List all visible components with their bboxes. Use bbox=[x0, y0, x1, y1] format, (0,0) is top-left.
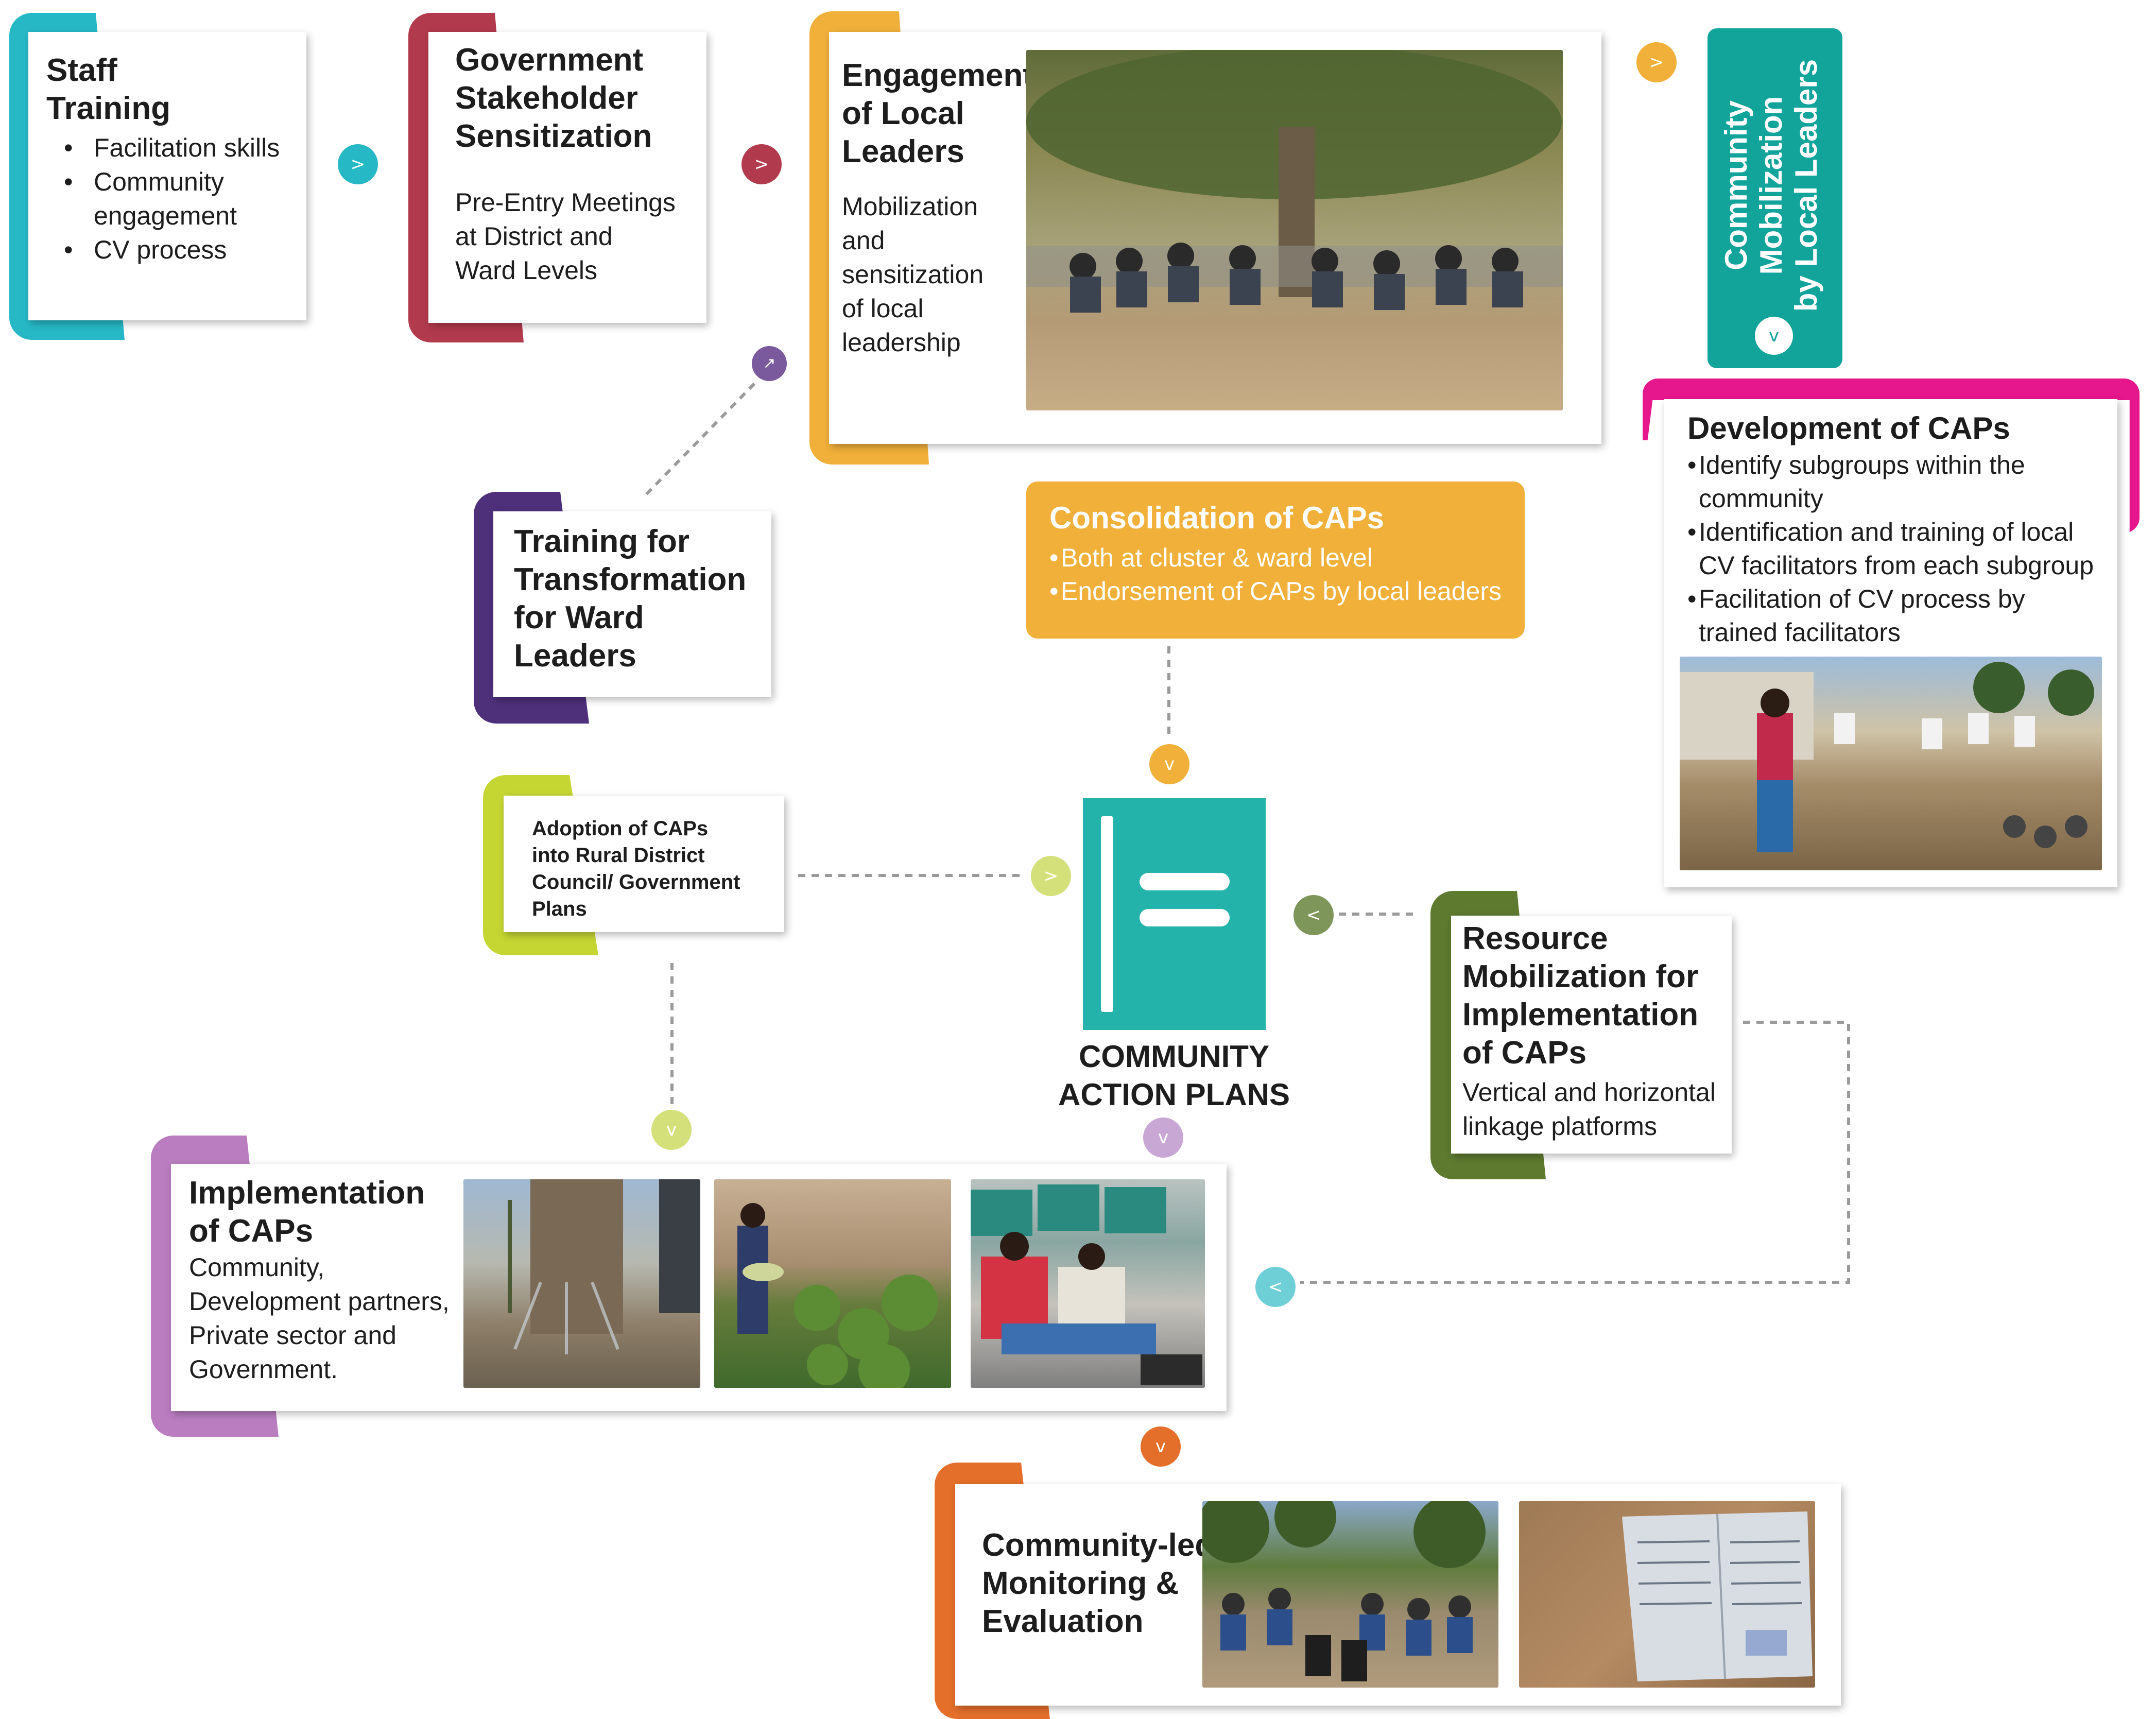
implementation-body: Community, Development partners, Private… bbox=[189, 1253, 450, 1384]
arrow-down-icon: v bbox=[1755, 317, 1793, 355]
engagement-body: Mobilization and sensitization of local … bbox=[842, 192, 984, 357]
staff-training-card: Staff Training Facilitation skills Commu… bbox=[28, 32, 306, 320]
gov-sensitization-card: Government Stakeholder Sensitization Pre… bbox=[428, 32, 706, 323]
arrow-down-icon: v bbox=[1143, 1118, 1183, 1158]
arrow-down-icon: v bbox=[1141, 1426, 1181, 1467]
garden-scene-icon bbox=[737, 1203, 938, 1388]
development-bullet: Identification and training of local CV … bbox=[1687, 515, 2107, 582]
gov-sensitization-title: Government Stakeholder Sensitization bbox=[455, 42, 652, 154]
consolidation-box: Consolidation of CAPs Both at cluster & … bbox=[1026, 482, 1525, 639]
engagement-title: Engagement of Local Leaders bbox=[842, 58, 1034, 169]
adoption-title: Adoption of CAPs into Rural District Cou… bbox=[532, 817, 740, 920]
monitoring-title: Community-led Monitoring & Evaluation bbox=[982, 1527, 1215, 1639]
arrow-right-icon: > bbox=[1031, 856, 1071, 896]
drilling-scene-icon bbox=[508, 1179, 700, 1354]
tree-scene-icon bbox=[1026, 50, 1563, 313]
arrow-down-icon: v bbox=[651, 1110, 692, 1150]
resource-body: Vertical and horizontal linkage platform… bbox=[1462, 1078, 1716, 1141]
book-line-bottom bbox=[1140, 909, 1230, 926]
notebook-photo bbox=[1519, 1501, 1815, 1688]
sewing-scene-icon bbox=[971, 1184, 1202, 1385]
meeting-scene-icon bbox=[1202, 1501, 1486, 1681]
gov-sensitization-body: Pre-Entry Meetings at District and Ward … bbox=[455, 188, 676, 285]
consolidation-bullet: Both at cluster & ward level bbox=[1049, 541, 1525, 575]
mobilization-title: Community Mobilization by Local Leaders bbox=[1719, 59, 1823, 312]
central-label: COMMUNITY ACTION PLANS bbox=[1058, 1039, 1290, 1112]
resource-card: Resource Mobilization for Implementation… bbox=[1451, 916, 1732, 1154]
staff-training-bullet: Community engagement bbox=[64, 165, 296, 233]
facilitators-photo bbox=[1680, 657, 2102, 870]
mobilization-box: Community Mobilization by Local Leaders … bbox=[1707, 28, 1842, 368]
arrow-diagonal-icon: ↗ bbox=[752, 346, 787, 381]
implementation-card: Implementation of CAPs Community, Develo… bbox=[171, 1164, 1227, 1411]
development-bullet: Facilitation of CV process by trained fa… bbox=[1687, 582, 2107, 649]
development-title: Development of CAPs bbox=[1687, 411, 2010, 445]
staff-training-title: Staff Training bbox=[46, 53, 171, 126]
monitoring-card: Community-led Monitoring & Evaluation bbox=[955, 1484, 1841, 1706]
arrow-right-icon: > bbox=[741, 144, 782, 184]
book-line-top bbox=[1140, 873, 1230, 890]
training-title: Training for Transformation for Ward Lea… bbox=[514, 524, 747, 674]
connector-training-to-engagement bbox=[642, 382, 756, 498]
consolidation-bullet: Endorsement of CAPs by local leaders bbox=[1049, 575, 1525, 608]
facilitators-scene-icon bbox=[1680, 662, 2094, 852]
garden-photo bbox=[714, 1179, 951, 1388]
arrow-left-icon: < bbox=[1293, 895, 1334, 935]
engagement-card: Engagement of Local Leaders Mobilization… bbox=[829, 32, 1601, 444]
training-card: Training for Transformation for Ward Lea… bbox=[493, 511, 771, 697]
staff-training-bullet: Facilitation skills bbox=[64, 131, 296, 165]
development-card: Development of CAPs Identify subgroups w… bbox=[1664, 399, 2117, 887]
development-list: Identify subgroups within the community … bbox=[1687, 449, 2107, 649]
implementation-title: Implementation of CAPs bbox=[189, 1175, 425, 1249]
book-spine bbox=[1101, 816, 1113, 1012]
notebook-scene-icon bbox=[1622, 1511, 1813, 1681]
resource-title: Resource Mobilization for Implementation… bbox=[1462, 921, 1699, 1071]
community-meeting-photo bbox=[1202, 1501, 1498, 1688]
arrow-right-icon: > bbox=[338, 144, 378, 184]
development-bullet: Identify subgroups within the community bbox=[1687, 449, 2107, 515]
arrow-right-icon: > bbox=[1636, 42, 1677, 82]
tree-meeting-photo bbox=[1026, 50, 1563, 410]
arrow-down-icon: v bbox=[1149, 744, 1189, 784]
arrow-left-icon: < bbox=[1255, 1267, 1296, 1307]
consolidation-list: Both at cluster & ward level Endorsement… bbox=[1049, 541, 1525, 608]
sewing-photo bbox=[971, 1179, 1205, 1388]
borehole-drilling-photo bbox=[463, 1179, 700, 1388]
adoption-card: Adoption of CAPs into Rural District Cou… bbox=[504, 796, 784, 932]
action-plan-book-icon bbox=[1083, 798, 1266, 1030]
staff-training-list: Facilitation skills Community engagement… bbox=[46, 131, 296, 267]
consolidation-title: Consolidation of CAPs bbox=[1049, 501, 1384, 535]
staff-training-bullet: CV process bbox=[64, 233, 296, 267]
